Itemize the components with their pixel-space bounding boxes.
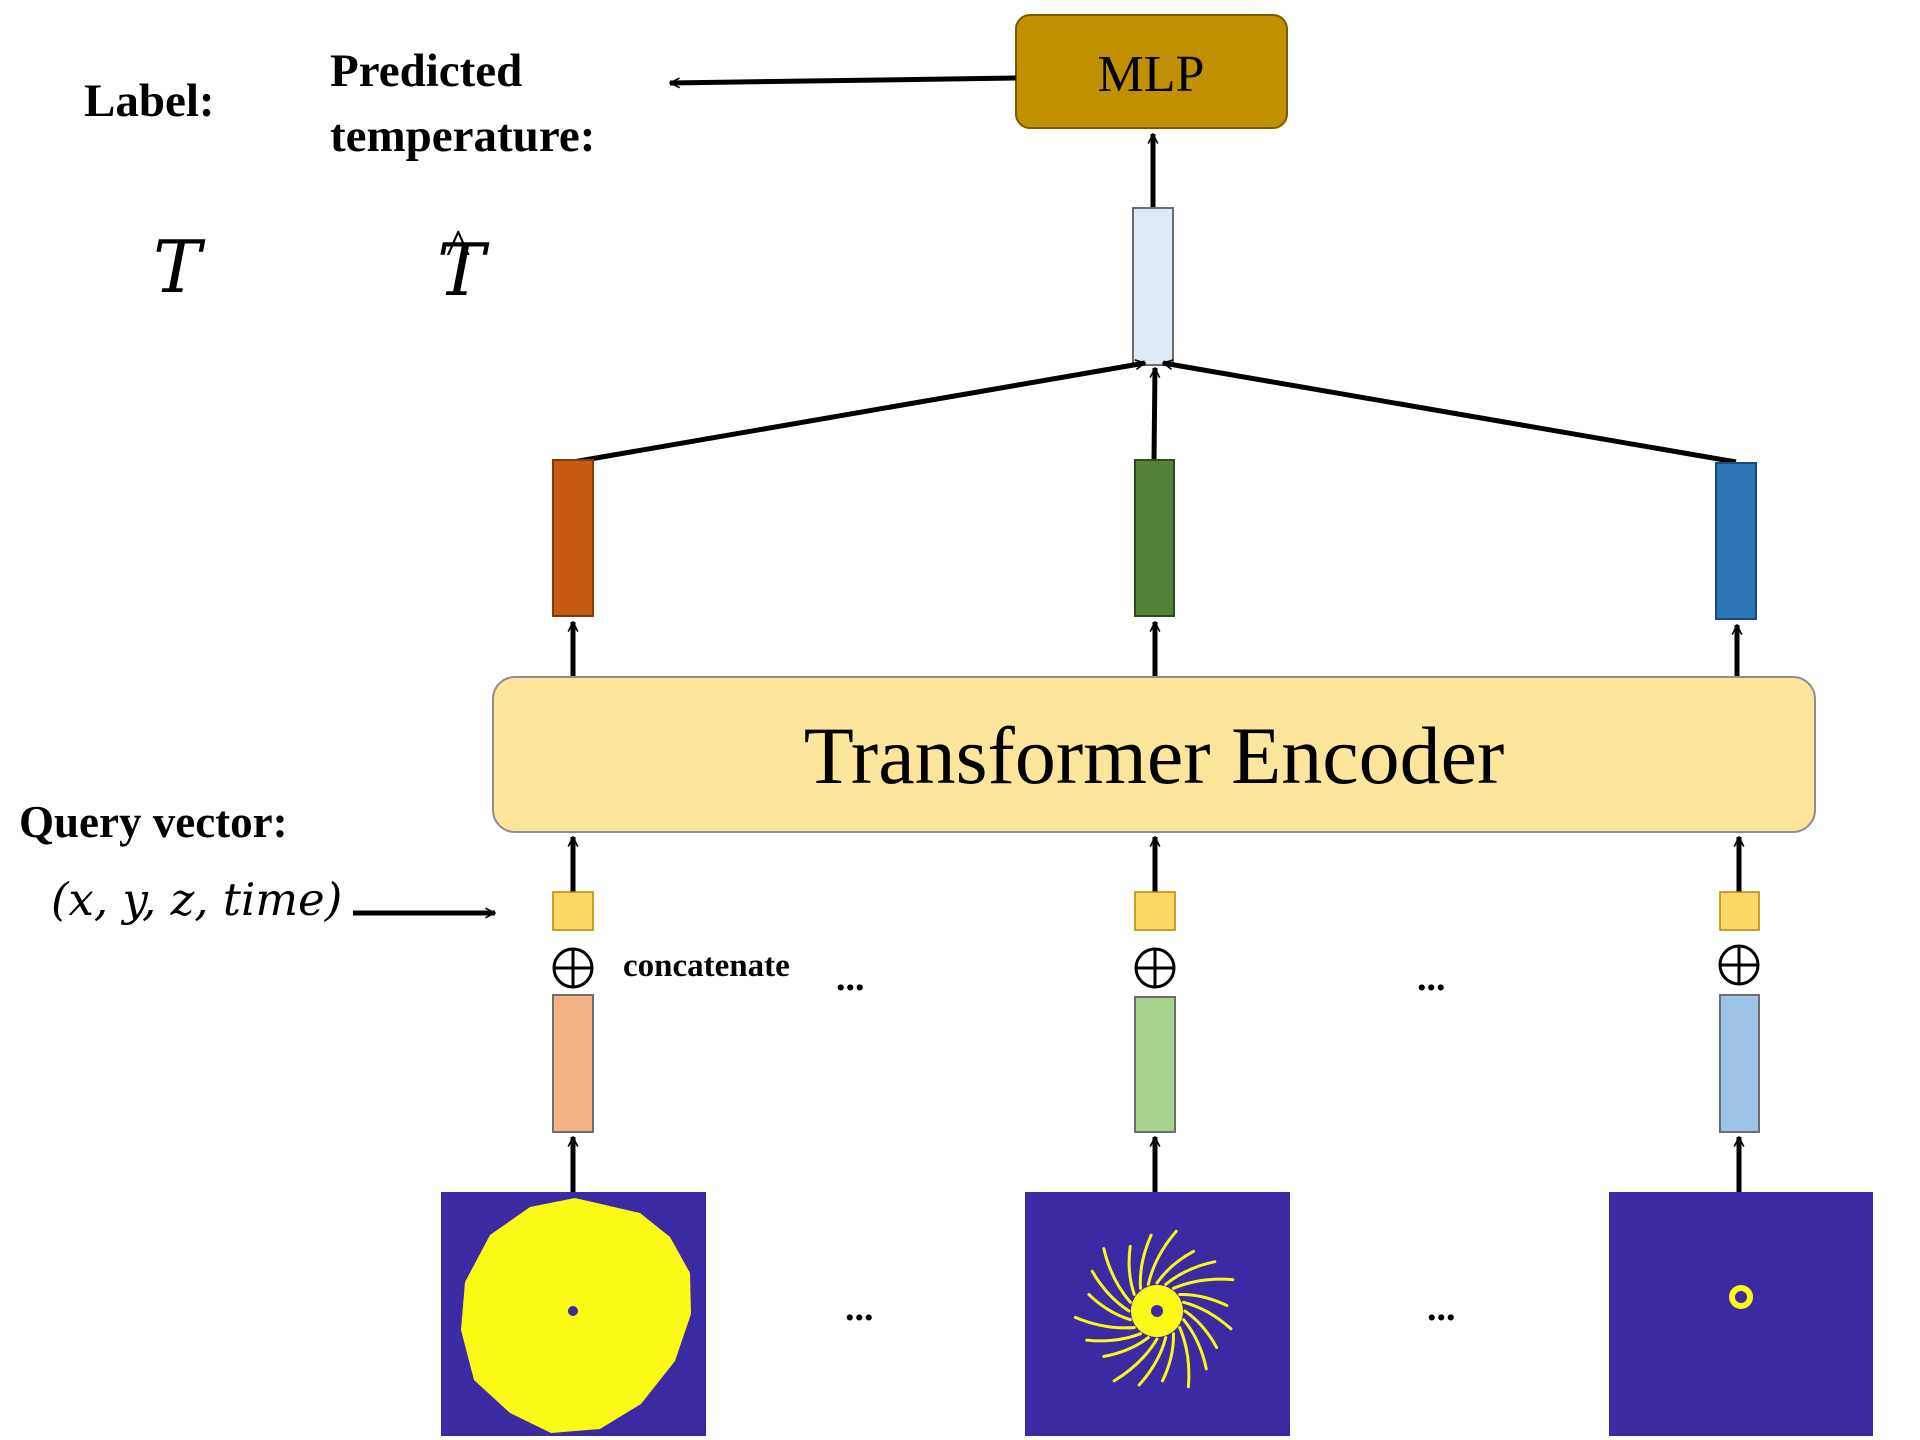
spiral-arm [1182, 1318, 1208, 1371]
output-token-right [1715, 462, 1757, 620]
predicted-temperature-symbol: T [437, 228, 490, 312]
query-vector-heading: Query vector: [19, 797, 288, 847]
feature-token-right [1719, 994, 1760, 1133]
spiral-arm [1102, 1336, 1150, 1358]
ellipsis-tokens-2: ... [1417, 957, 1446, 999]
spiral-arm [1183, 1309, 1219, 1350]
spiral-arm [1164, 1260, 1217, 1286]
output-token-left [552, 459, 594, 617]
ellipsis-images-2: ... [1427, 1287, 1456, 1329]
feature-token-left [552, 994, 594, 1133]
spiral-arm [1178, 1292, 1229, 1307]
spiral-arm [1073, 1315, 1136, 1330]
spiral-arm [1112, 1337, 1159, 1383]
feature-token-middle [1134, 996, 1176, 1133]
mlp-block: MLP [1015, 14, 1288, 129]
circled-plus-icon [552, 947, 594, 989]
ellipsis-images-1: ... [845, 1287, 874, 1329]
predicted-heading-line2: temperature: [330, 110, 595, 162]
input-image-right [1609, 1192, 1873, 1436]
query-vector-value: (x, y, z, time) [51, 873, 342, 926]
spiral-arm [1090, 1269, 1131, 1313]
spiral-arm [1127, 1244, 1136, 1296]
pooled-token [1132, 207, 1174, 366]
spiral-arm [1087, 1293, 1132, 1322]
mlp-label: MLP [1098, 46, 1205, 103]
spiral-arm [1138, 1233, 1153, 1290]
ellipsis-tokens-1: ... [836, 957, 865, 999]
spiral-arm [1146, 1229, 1178, 1286]
spiral-arm [1155, 1249, 1196, 1285]
output-token-middle [1134, 459, 1175, 617]
query-token-left [552, 891, 594, 931]
input-image-middle [1025, 1192, 1290, 1436]
circled-plus-icon [1134, 947, 1176, 989]
label-heading: Label: [84, 75, 215, 127]
spiral-arm [1137, 1336, 1168, 1387]
spiral-arm [1085, 1332, 1142, 1343]
spiral-arm [1178, 1326, 1191, 1389]
concatenate-label: concatenate [623, 948, 790, 984]
output-right-to-pooled-arrow [1163, 363, 1737, 465]
transformer-encoder-label: Transformer Encoder [804, 710, 1505, 801]
query-token-right [1719, 891, 1760, 931]
spiral-arm [1161, 1332, 1176, 1383]
input-image-left [441, 1192, 706, 1436]
spiral-arm [1172, 1277, 1235, 1290]
query-token-middle [1134, 891, 1176, 931]
transformer-encoder-block: Transformer Encoder [492, 676, 1816, 833]
predicted-heading-line1: Predicted [330, 45, 522, 97]
predicted-hat-accent: ^ [446, 220, 470, 277]
output-middle-to-pooled-arrow [1154, 368, 1155, 461]
spiral-arm [1182, 1300, 1233, 1331]
spiral-arm [1102, 1247, 1132, 1304]
mlp-output-arrow [670, 75, 1017, 83]
circled-plus-icon [1718, 944, 1760, 986]
true-temperature-symbol: T [153, 225, 206, 309]
output-left-to-pooled-arrow [572, 363, 1145, 465]
